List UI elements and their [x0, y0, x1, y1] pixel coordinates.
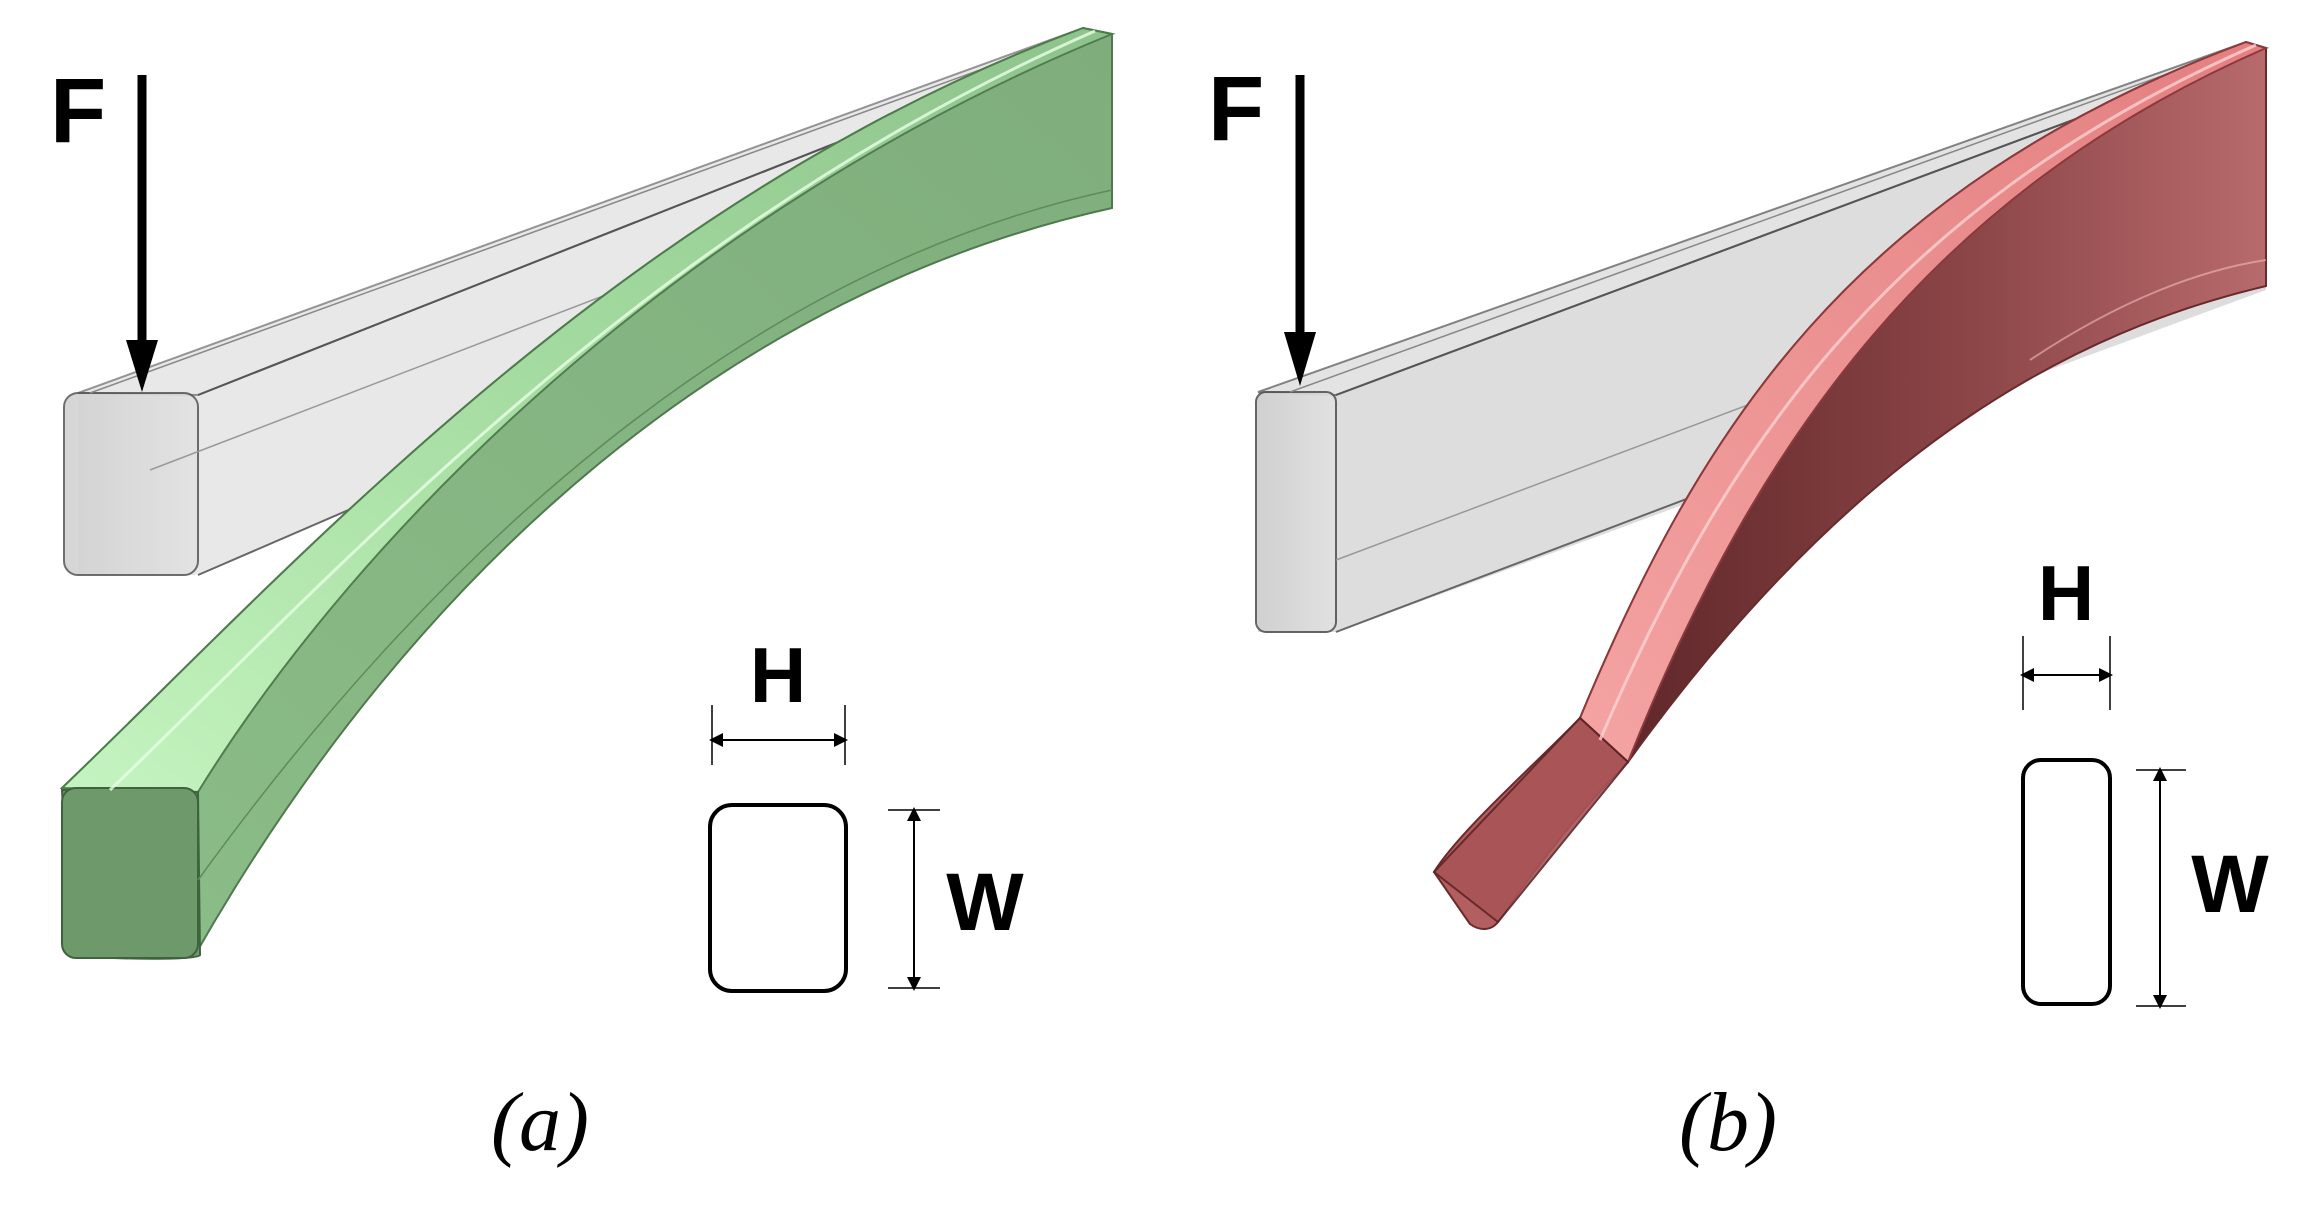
width-label-b: W [2191, 839, 2269, 930]
deflected-beam-b [1432, 40, 2269, 930]
caption-b: (b) [1679, 1076, 1777, 1169]
force-arrow-a [126, 75, 158, 392]
height-label-a: H [750, 631, 806, 719]
deflected-beam-a [59, 26, 1116, 960]
cross-section-b: H W [2020, 549, 2269, 1009]
cross-section-a: H W [708, 631, 1024, 993]
panel-b: F H W (b) [1208, 40, 2269, 1169]
cross-section-shape-b [2021, 758, 2112, 1006]
force-arrow-b [1284, 75, 1316, 386]
height-label-b: H [2038, 549, 2094, 637]
force-label-b: F [1208, 58, 1264, 160]
cross-section-shape-a [708, 803, 848, 993]
width-label-a: W [946, 857, 1024, 948]
panel-a: F H W (a) [50, 26, 1116, 1169]
caption-a: (a) [491, 1076, 589, 1169]
force-label-a: F [50, 60, 106, 162]
